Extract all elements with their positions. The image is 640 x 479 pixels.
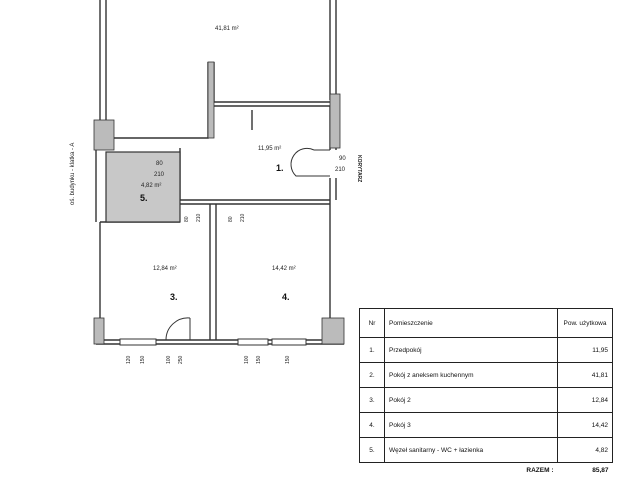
room-4-area: 14,42 m² <box>272 266 296 272</box>
header-room: Pomieszczenie <box>384 308 558 338</box>
window-dim: 150 <box>140 355 146 364</box>
row-name: Przedpokój <box>384 337 558 363</box>
door-4-height: 210 <box>240 213 246 222</box>
window-dim: 120 <box>126 355 132 364</box>
wall-column <box>93 119 115 151</box>
row-name: Pokój 3 <box>384 412 558 438</box>
room-5-number: 5. <box>140 193 148 203</box>
entry-door-swing <box>290 147 330 177</box>
row-nr: 5. <box>359 437 385 463</box>
room-5-area: 4,82 m² <box>141 183 162 189</box>
bathroom-fill <box>105 151 181 223</box>
table-row: 1. Przedpokój 11,95 <box>359 337 613 363</box>
bath-door-height: 210 <box>154 172 165 178</box>
header-nr: Nr <box>359 308 385 338</box>
row-name: Pokój z aneksem kuchennym <box>384 362 558 388</box>
row-name: Węzeł sanitarny - WC + łazienka <box>384 437 558 463</box>
entry-door-width: 90 <box>339 156 346 162</box>
window-dim: 150 <box>256 355 262 364</box>
window-dim: 250 <box>178 355 184 364</box>
room-3-area: 12,84 m² <box>153 266 177 272</box>
window-dim: 150 <box>285 355 291 364</box>
wall-hall <box>179 148 330 201</box>
building-axis-label: oś. budynku - klatka - A <box>70 142 76 205</box>
bath-door-width: 80 <box>156 161 163 167</box>
header-area: Pow. użytkowa <box>557 308 613 338</box>
table-row: 3. Pokój 2 12,84 <box>359 387 613 413</box>
room-3-number: 3. <box>170 292 178 302</box>
row-area: 11,95 <box>557 337 613 363</box>
room-2-area: 41,81 m² <box>215 26 239 32</box>
room-1-area: 11,95 m² <box>258 146 282 152</box>
door-3-height: 210 <box>196 213 202 222</box>
room3-door-swing <box>165 317 191 341</box>
corridor-label: KORYTARZ <box>356 155 362 183</box>
table-row: 4. Pokój 3 14,42 <box>359 412 613 438</box>
room-schedule-table: Nr Pomieszczenie Pow. użytkowa 1. Przedp… <box>359 308 613 477</box>
row-area: 4,82 <box>557 437 613 463</box>
row-nr: 2. <box>359 362 385 388</box>
window-dim: 100 <box>166 355 172 364</box>
row-area: 41,81 <box>557 362 613 388</box>
table-header-row: Nr Pomieszczenie Pow. użytkowa <box>359 308 613 338</box>
total-value: 85,87 <box>592 466 609 474</box>
row-name: Pokój 2 <box>384 387 558 413</box>
door-4-width: 80 <box>228 216 234 222</box>
row-nr: 3. <box>359 387 385 413</box>
row-area: 14,42 <box>557 412 613 438</box>
table-row: 5. Węzeł sanitarny - WC + łazienka 4,82 <box>359 437 613 463</box>
row-nr: 1. <box>359 337 385 363</box>
total-label: RAZEM : <box>526 466 554 474</box>
entry-door-height: 210 <box>335 167 346 173</box>
room-4-number: 4. <box>282 292 290 302</box>
door-3-width: 80 <box>184 216 190 222</box>
room-1-number: 1. <box>276 163 284 173</box>
row-nr: 4. <box>359 412 385 438</box>
row-area: 12,84 <box>557 387 613 413</box>
window-dim: 100 <box>244 355 250 364</box>
table-total-row: RAZEM : 85,87 <box>360 463 613 478</box>
table-row: 2. Pokój z aneksem kuchennym 41,81 <box>359 362 613 388</box>
